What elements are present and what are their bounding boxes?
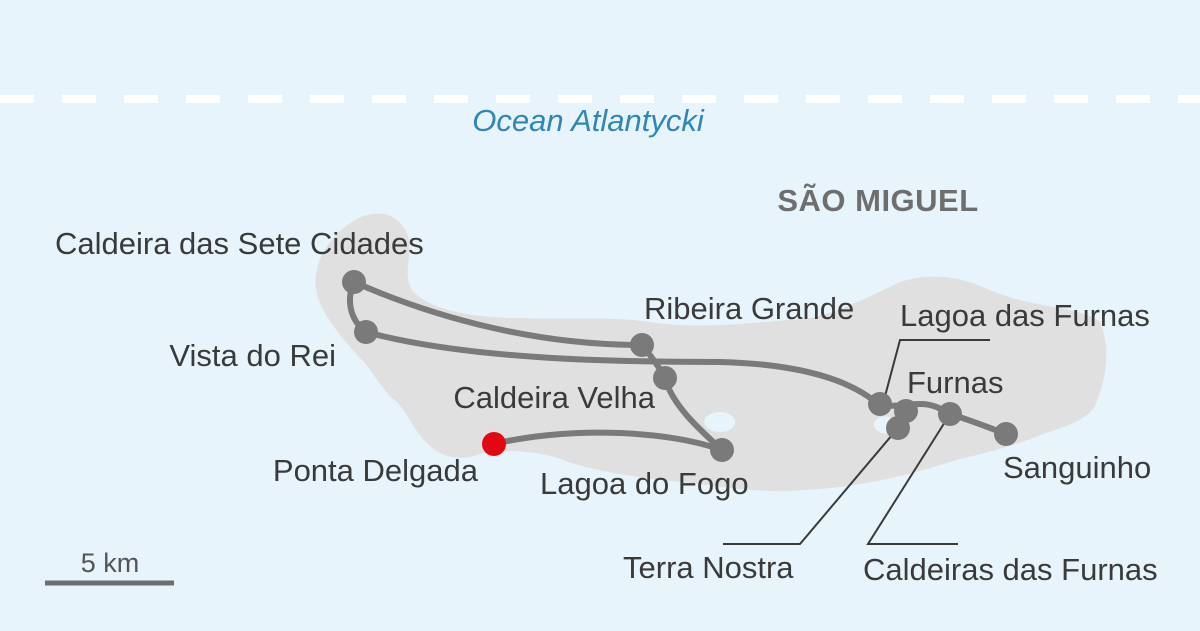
waypoint-caldeira-velha[interactable] <box>653 366 677 390</box>
label-ponta-delgada: Ponta Delgada <box>273 453 479 488</box>
label-lagoa-das-furnas: Lagoa das Furnas <box>900 298 1150 333</box>
label-ribeira-grande: Ribeira Grande <box>644 291 854 326</box>
label-caldeira-sete-cidades: Caldeira das Sete Cidades <box>55 226 424 261</box>
label-vista-do-rei: Vista do Rei <box>169 338 336 373</box>
island-label: SÃO MIGUEL <box>777 183 978 218</box>
ocean-label: Ocean Atlantycki <box>472 103 705 138</box>
waypoint-caldeiras-das-furnas[interactable] <box>938 402 962 426</box>
scale-label: 5 km <box>81 548 140 578</box>
waypoint-lagoa-das-furnas[interactable] <box>868 392 892 416</box>
label-caldeiras-das-furnas: Caldeiras das Furnas <box>863 552 1158 587</box>
leader-lagoa-das-furnas <box>883 339 990 401</box>
leader-terra-nostra <box>723 427 899 545</box>
start-marker-ponta-delgada[interactable] <box>482 432 506 456</box>
waypoint-sanguinho[interactable] <box>994 422 1018 446</box>
label-sanguinho: Sanguinho <box>1003 450 1151 485</box>
waypoint-caldeira-sete-cidades[interactable] <box>342 270 366 294</box>
waypoint-terra-nostra[interactable] <box>886 416 910 440</box>
route-vista-furnas <box>363 329 881 407</box>
waypoint-vista-do-rei[interactable] <box>354 320 378 344</box>
route-sete-cidades-ribeira <box>351 279 645 348</box>
leader-lines <box>723 339 990 545</box>
label-caldeira-velha: Caldeira Velha <box>453 380 655 415</box>
waypoint-lagoa-do-fogo[interactable] <box>710 438 734 462</box>
leader-caldeiras-das-furnas <box>866 413 958 545</box>
label-terra-nostra: Terra Nostra <box>623 550 794 585</box>
label-lagoa-do-fogo: Lagoa do Fogo <box>540 466 749 501</box>
waypoints <box>342 270 1018 462</box>
route-ponta-fogo <box>491 429 725 453</box>
label-furnas: Furnas <box>907 365 1003 400</box>
waypoint-ribeira-grande[interactable] <box>630 333 654 357</box>
lagoa-do-fogo-lake <box>704 412 736 432</box>
